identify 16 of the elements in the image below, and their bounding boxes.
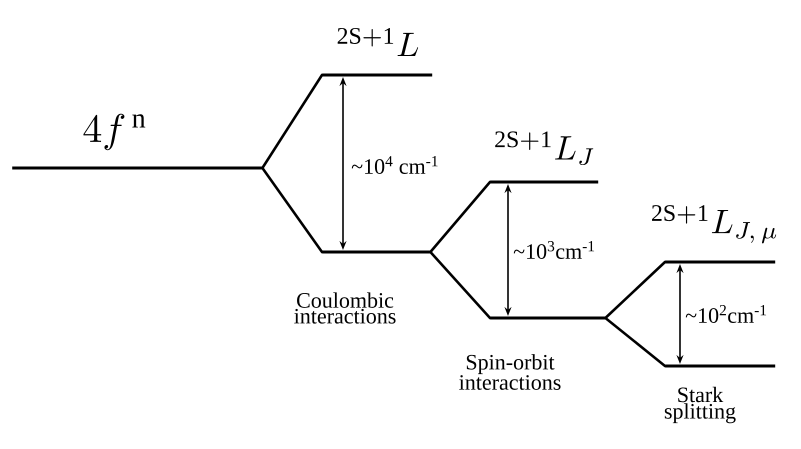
- term-symbol: $^{\mathrm{2S+1}}L_{J}$: [495, 131, 594, 166]
- process-label: Spin-orbit interactions: [459, 354, 561, 390]
- process-label: Stark splitting: [664, 386, 736, 424]
- edge-label: ~10$^{3}$cm$^{-1}$: [512, 240, 596, 260]
- process-label: Coulombic interactions: [294, 292, 396, 324]
- term-symbol: $4f^{\,\mathrm{n}}$: [83, 114, 146, 150]
- term-symbol: $^{\mathrm{2S+1}}L$: [338, 28, 418, 56]
- splitting-line: [429, 250, 492, 320]
- splitting-line: [261, 166, 324, 254]
- splitting-line: [429, 180, 492, 254]
- splitting-line: [604, 316, 666, 368]
- edge-label: ~10$^{2}$cm$^{-1}$: [684, 304, 768, 324]
- term-symbol: $^{\mathrm{2S+1}}L_{J,\,\mu}$: [652, 205, 776, 244]
- splitting-line: [604, 260, 666, 320]
- edge-label: ~10$^{4}$ cm$^{-1}$: [350, 155, 440, 175]
- splitting-line: [261, 74, 324, 170]
